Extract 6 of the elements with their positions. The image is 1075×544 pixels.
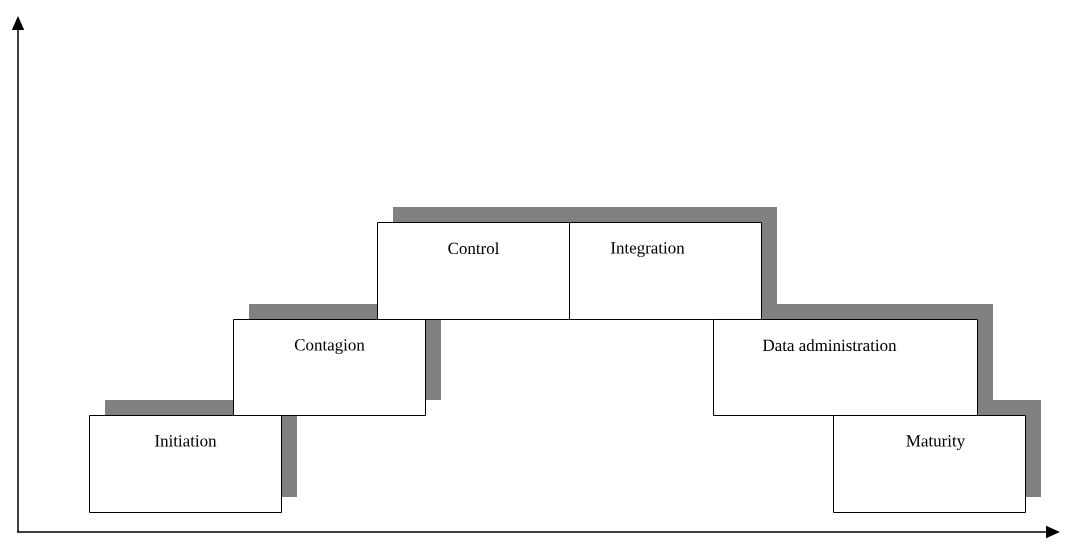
stage-box: Integration [569, 222, 762, 320]
stage-box: Contagion [233, 319, 426, 416]
stage-box: Initiation [89, 415, 282, 513]
stage-box: Control [377, 222, 570, 320]
stage-box: Data administration [713, 319, 978, 416]
stage-box: Maturity [833, 415, 1026, 513]
